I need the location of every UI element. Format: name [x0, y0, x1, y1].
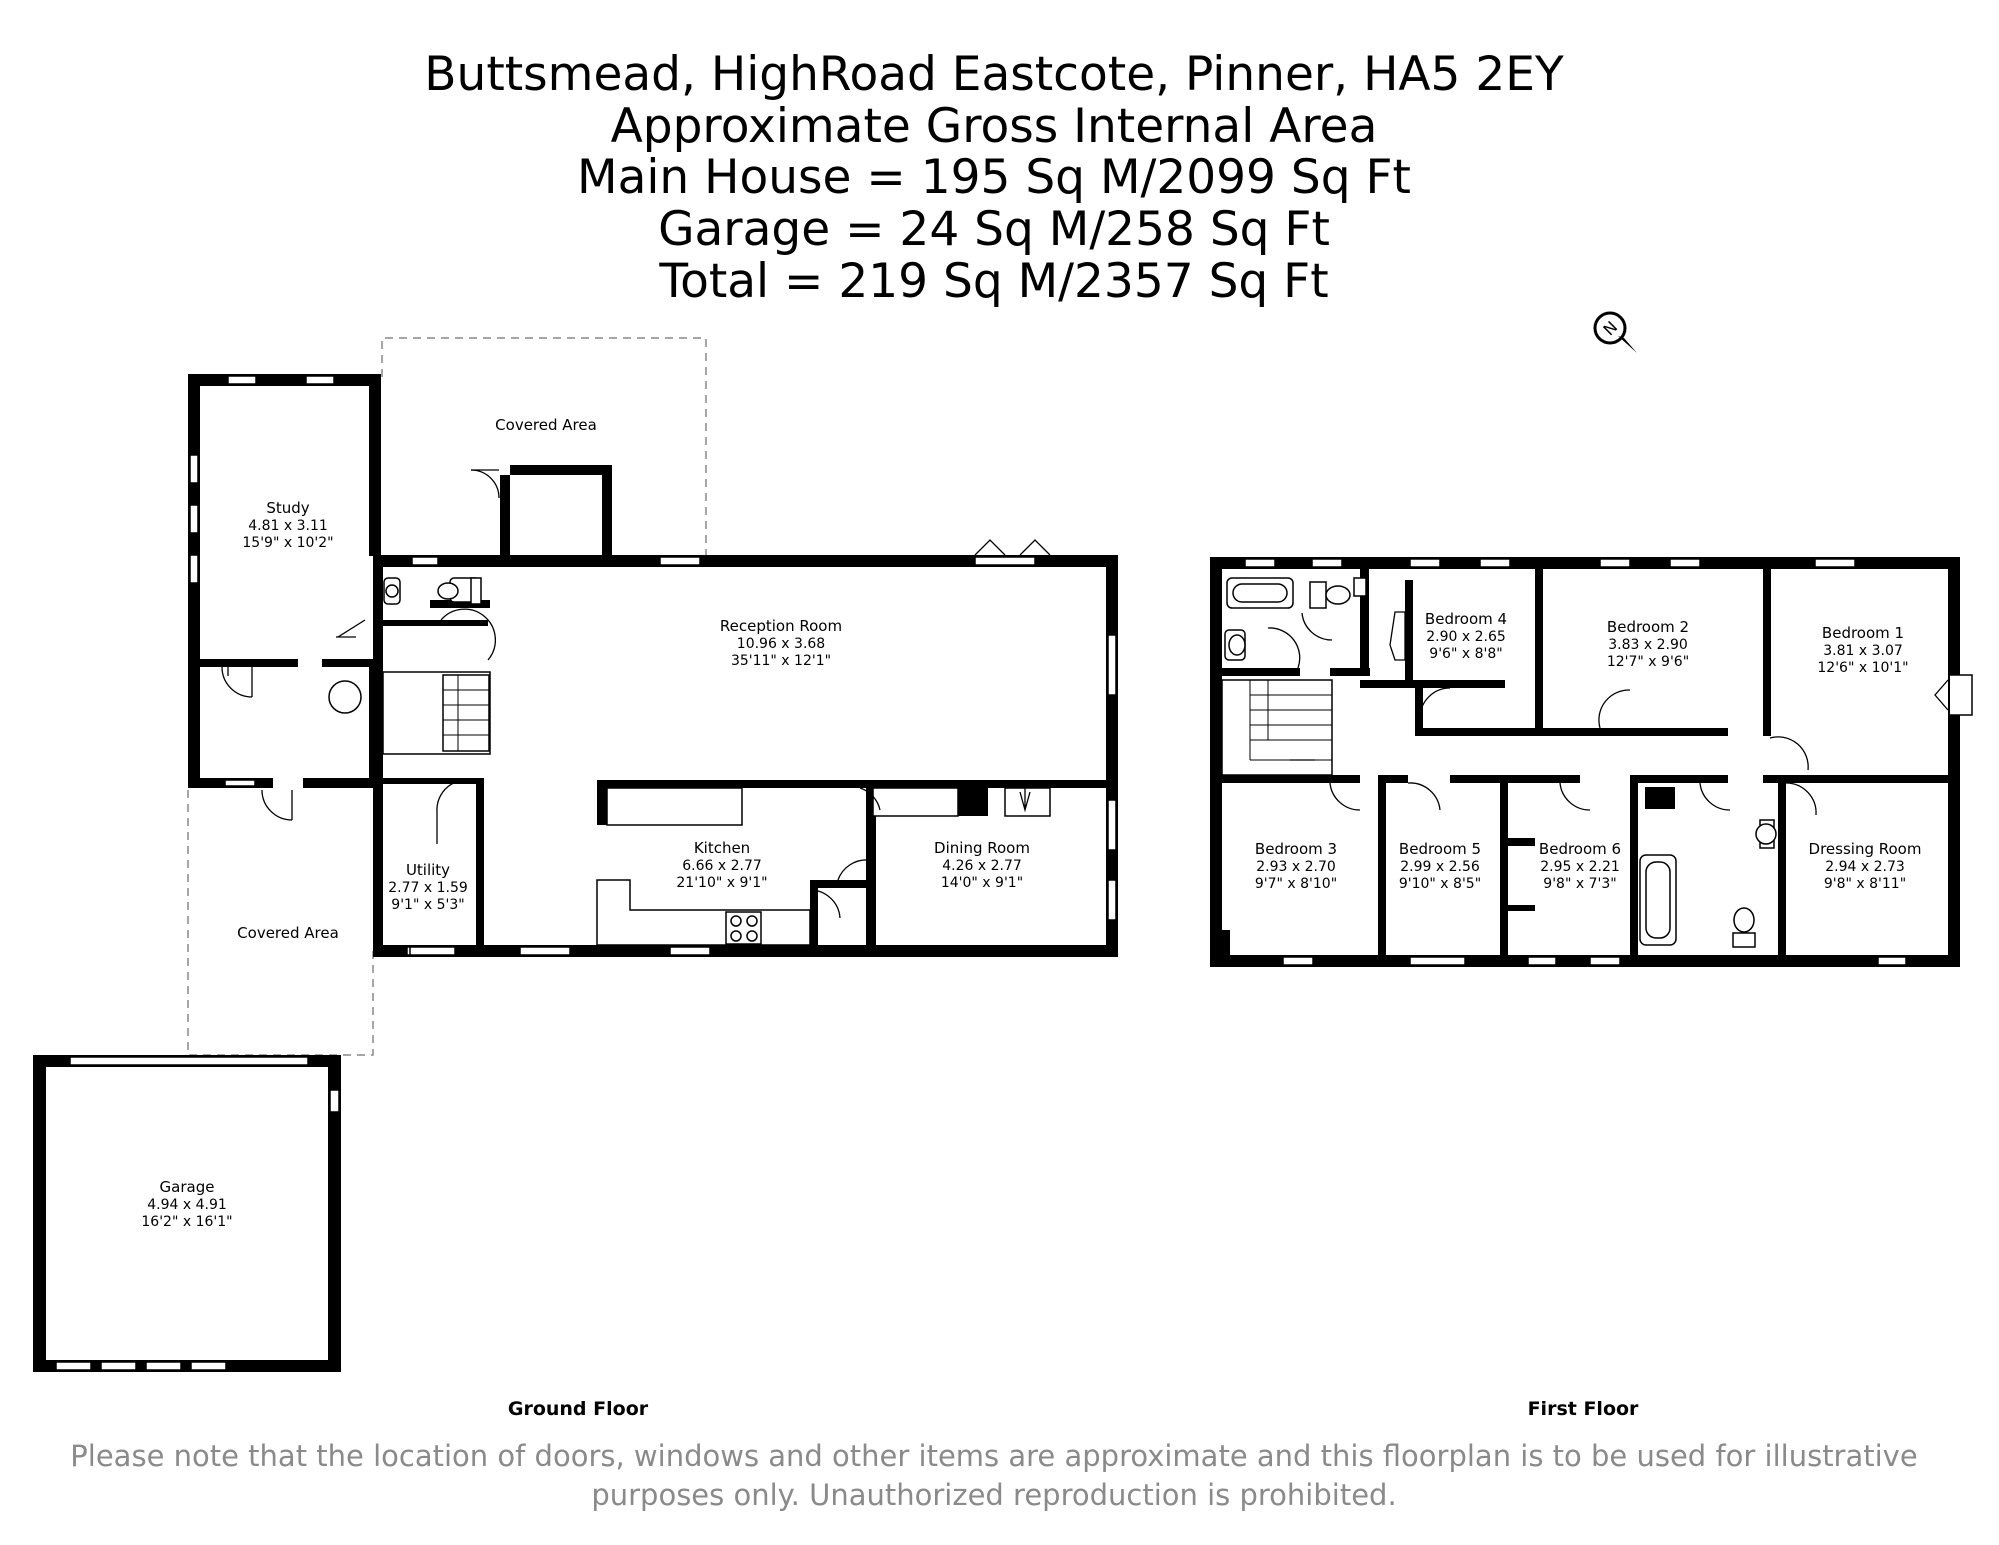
garage-left-wall — [33, 1055, 46, 1372]
ff-bottom-wall — [1210, 955, 1960, 967]
svg-text:9'8" x 8'11": 9'8" x 8'11" — [1824, 876, 1906, 892]
room-label-bedroom-4: Bedroom 4 2.90 x 2.65 9'6" x 8'8" — [1425, 610, 1507, 662]
svg-text:21'10" x 9'1": 21'10" x 9'1" — [676, 875, 767, 891]
ground-floor-caption: Ground Floor — [508, 1398, 649, 1420]
svg-text:2.99 x 2.56: 2.99 x 2.56 — [1400, 859, 1480, 875]
disclaimer-line-2: purposes only. Unauthorized reproduction… — [591, 1478, 1396, 1512]
garage-right-wall — [328, 1055, 341, 1372]
room-label-dressing-room: Dressing Room 2.94 x 2.73 9'8" x 8'11" — [1809, 840, 1922, 892]
svg-text:9'8" x 7'3": 9'8" x 7'3" — [1543, 876, 1616, 892]
svg-text:2.94 x 2.73: 2.94 x 2.73 — [1825, 859, 1905, 875]
svg-text:Covered Area: Covered Area — [495, 416, 597, 434]
svg-text:Dining Room: Dining Room — [934, 839, 1030, 857]
svg-text:12'6" x 10'1": 12'6" x 10'1" — [1817, 660, 1908, 676]
covered-area-left-outline — [187, 790, 374, 1056]
room-label-utility: Utility 2.77 x 1.59 9'1" x 5'3" — [388, 861, 468, 913]
svg-text:6.66 x 2.77: 6.66 x 2.77 — [682, 858, 762, 874]
room-label-bedroom-6: Bedroom 6 2.95 x 2.21 9'8" x 7'3" — [1539, 840, 1621, 892]
svg-text:4.26 x 2.77: 4.26 x 2.77 — [942, 858, 1022, 874]
svg-text:Covered Area: Covered Area — [237, 924, 339, 942]
area-heading: Approximate Gross Internal Area — [611, 99, 1378, 154]
study-top-wall — [188, 374, 381, 386]
main-house-area: Main House = 195 Sq M/2099 Sq Ft — [577, 150, 1411, 205]
ff-top-wall — [1210, 557, 1960, 569]
svg-text:9'7" x 8'10": 9'7" x 8'10" — [1255, 876, 1337, 892]
svg-text:Kitchen: Kitchen — [694, 839, 750, 857]
study-bottom-wall-b — [322, 659, 381, 667]
svg-text:2.77 x 1.59: 2.77 x 1.59 — [388, 880, 468, 896]
ff-left-wall — [1210, 557, 1222, 967]
svg-text:9'6" x 8'8": 9'6" x 8'8" — [1429, 646, 1502, 662]
svg-text:14'0" x 9'1": 14'0" x 9'1" — [941, 875, 1023, 891]
room-label-kitchen: Kitchen 6.66 x 2.77 21'10" x 9'1" — [676, 839, 767, 891]
svg-text:9'10" x 8'5": 9'10" x 8'5" — [1399, 876, 1481, 892]
svg-text:Bedroom 5: Bedroom 5 — [1399, 840, 1481, 858]
room-label-bedroom-5: Bedroom 5 2.99 x 2.56 9'10" x 8'5" — [1399, 840, 1481, 892]
ground-floor-plan: Covered Area Study 4.81 x 3.11 15'9" x 1… — [33, 337, 1118, 1372]
room-label-reception-room: Reception Room 10.96 x 3.68 35'11" x 12'… — [720, 617, 842, 669]
main-top-wall — [373, 555, 1118, 567]
ff-right-wall — [1948, 557, 1960, 967]
svg-text:Study: Study — [266, 499, 309, 517]
svg-text:Utility: Utility — [406, 861, 450, 879]
room-label-bedroom-2: Bedroom 2 3.83 x 2.90 12'7" x 9'6" — [1607, 618, 1689, 670]
room-label-dining-room: Dining Room 4.26 x 2.77 14'0" x 9'1" — [934, 839, 1030, 891]
garage-door — [69, 1056, 309, 1066]
svg-text:2.90 x 2.65: 2.90 x 2.65 — [1426, 629, 1506, 645]
room-label-bedroom-1: Bedroom 1 3.81 x 3.07 12'6" x 10'1" — [1817, 624, 1908, 676]
main-bottom-wall — [373, 945, 1118, 957]
svg-text:Dressing Room: Dressing Room — [1809, 840, 1922, 858]
svg-text:2.95 x 2.21: 2.95 x 2.21 — [1540, 859, 1620, 875]
study-right-wall — [369, 374, 381, 556]
room-label-garage: Garage 4.94 x 4.91 16'2" x 16'1" — [141, 1178, 232, 1230]
svg-text:9'1" x 5'3": 9'1" x 5'3" — [391, 897, 464, 913]
first-floor-caption: First Floor — [1528, 1398, 1639, 1420]
svg-text:Bedroom 3: Bedroom 3 — [1255, 840, 1337, 858]
svg-text:Garage: Garage — [160, 1178, 215, 1196]
disclaimer-line-1: Please note that the location of doors, … — [70, 1439, 1917, 1473]
svg-text:3.83 x 2.90: 3.83 x 2.90 — [1608, 637, 1688, 653]
north-compass-icon: N — [1593, 311, 1637, 353]
room-label-covered-area-left: Covered Area — [237, 924, 339, 942]
study-bottom-wall-a — [188, 659, 298, 667]
svg-text:Bedroom 2: Bedroom 2 — [1607, 618, 1689, 636]
svg-text:4.94 x 4.91: 4.94 x 4.91 — [147, 1197, 227, 1213]
svg-text:3.81 x 3.07: 3.81 x 3.07 — [1823, 643, 1903, 659]
main-left-wall — [373, 555, 383, 957]
svg-text:12'7" x 9'6": 12'7" x 9'6" — [1607, 654, 1689, 670]
header-block: Buttsmead, HighRoad Eastcote, Pinner, HA… — [424, 47, 1564, 309]
property-address: Buttsmead, HighRoad Eastcote, Pinner, HA… — [424, 47, 1564, 102]
svg-text:2.93 x 2.70: 2.93 x 2.70 — [1256, 859, 1336, 875]
svg-text:4.81 x 3.11: 4.81 x 3.11 — [248, 518, 328, 534]
room-label-covered-area-top: Covered Area — [495, 416, 597, 434]
svg-text:Bedroom 4: Bedroom 4 — [1425, 610, 1507, 628]
first-floor-plan: Bedroom 4 2.90 x 2.65 9'6" x 8'8" Bedroo… — [1210, 557, 1973, 967]
svg-text:Bedroom 6: Bedroom 6 — [1539, 840, 1621, 858]
svg-text:Reception Room: Reception Room — [720, 617, 842, 635]
svg-text:15'9" x 10'2": 15'9" x 10'2" — [242, 535, 333, 551]
covered-area-top-outline — [381, 337, 707, 555]
svg-text:10.96 x 3.68: 10.96 x 3.68 — [737, 636, 825, 652]
hob-icon — [725, 911, 762, 945]
svg-text:35'11" x 12'1": 35'11" x 12'1" — [731, 653, 831, 669]
room-label-study: Study 4.81 x 3.11 15'9" x 10'2" — [242, 499, 333, 551]
hall-bottom-wall-b — [303, 778, 378, 788]
svg-text:Bedroom 1: Bedroom 1 — [1822, 624, 1904, 642]
total-area: Total = 219 Sq M/2357 Sq Ft — [658, 254, 1328, 309]
garage-area: Garage = 24 Sq M/258 Sq Ft — [658, 202, 1330, 257]
room-label-bedroom-3: Bedroom 3 2.93 x 2.70 9'7" x 8'10" — [1255, 840, 1337, 892]
svg-text:16'2" x 16'1": 16'2" x 16'1" — [141, 1214, 232, 1230]
